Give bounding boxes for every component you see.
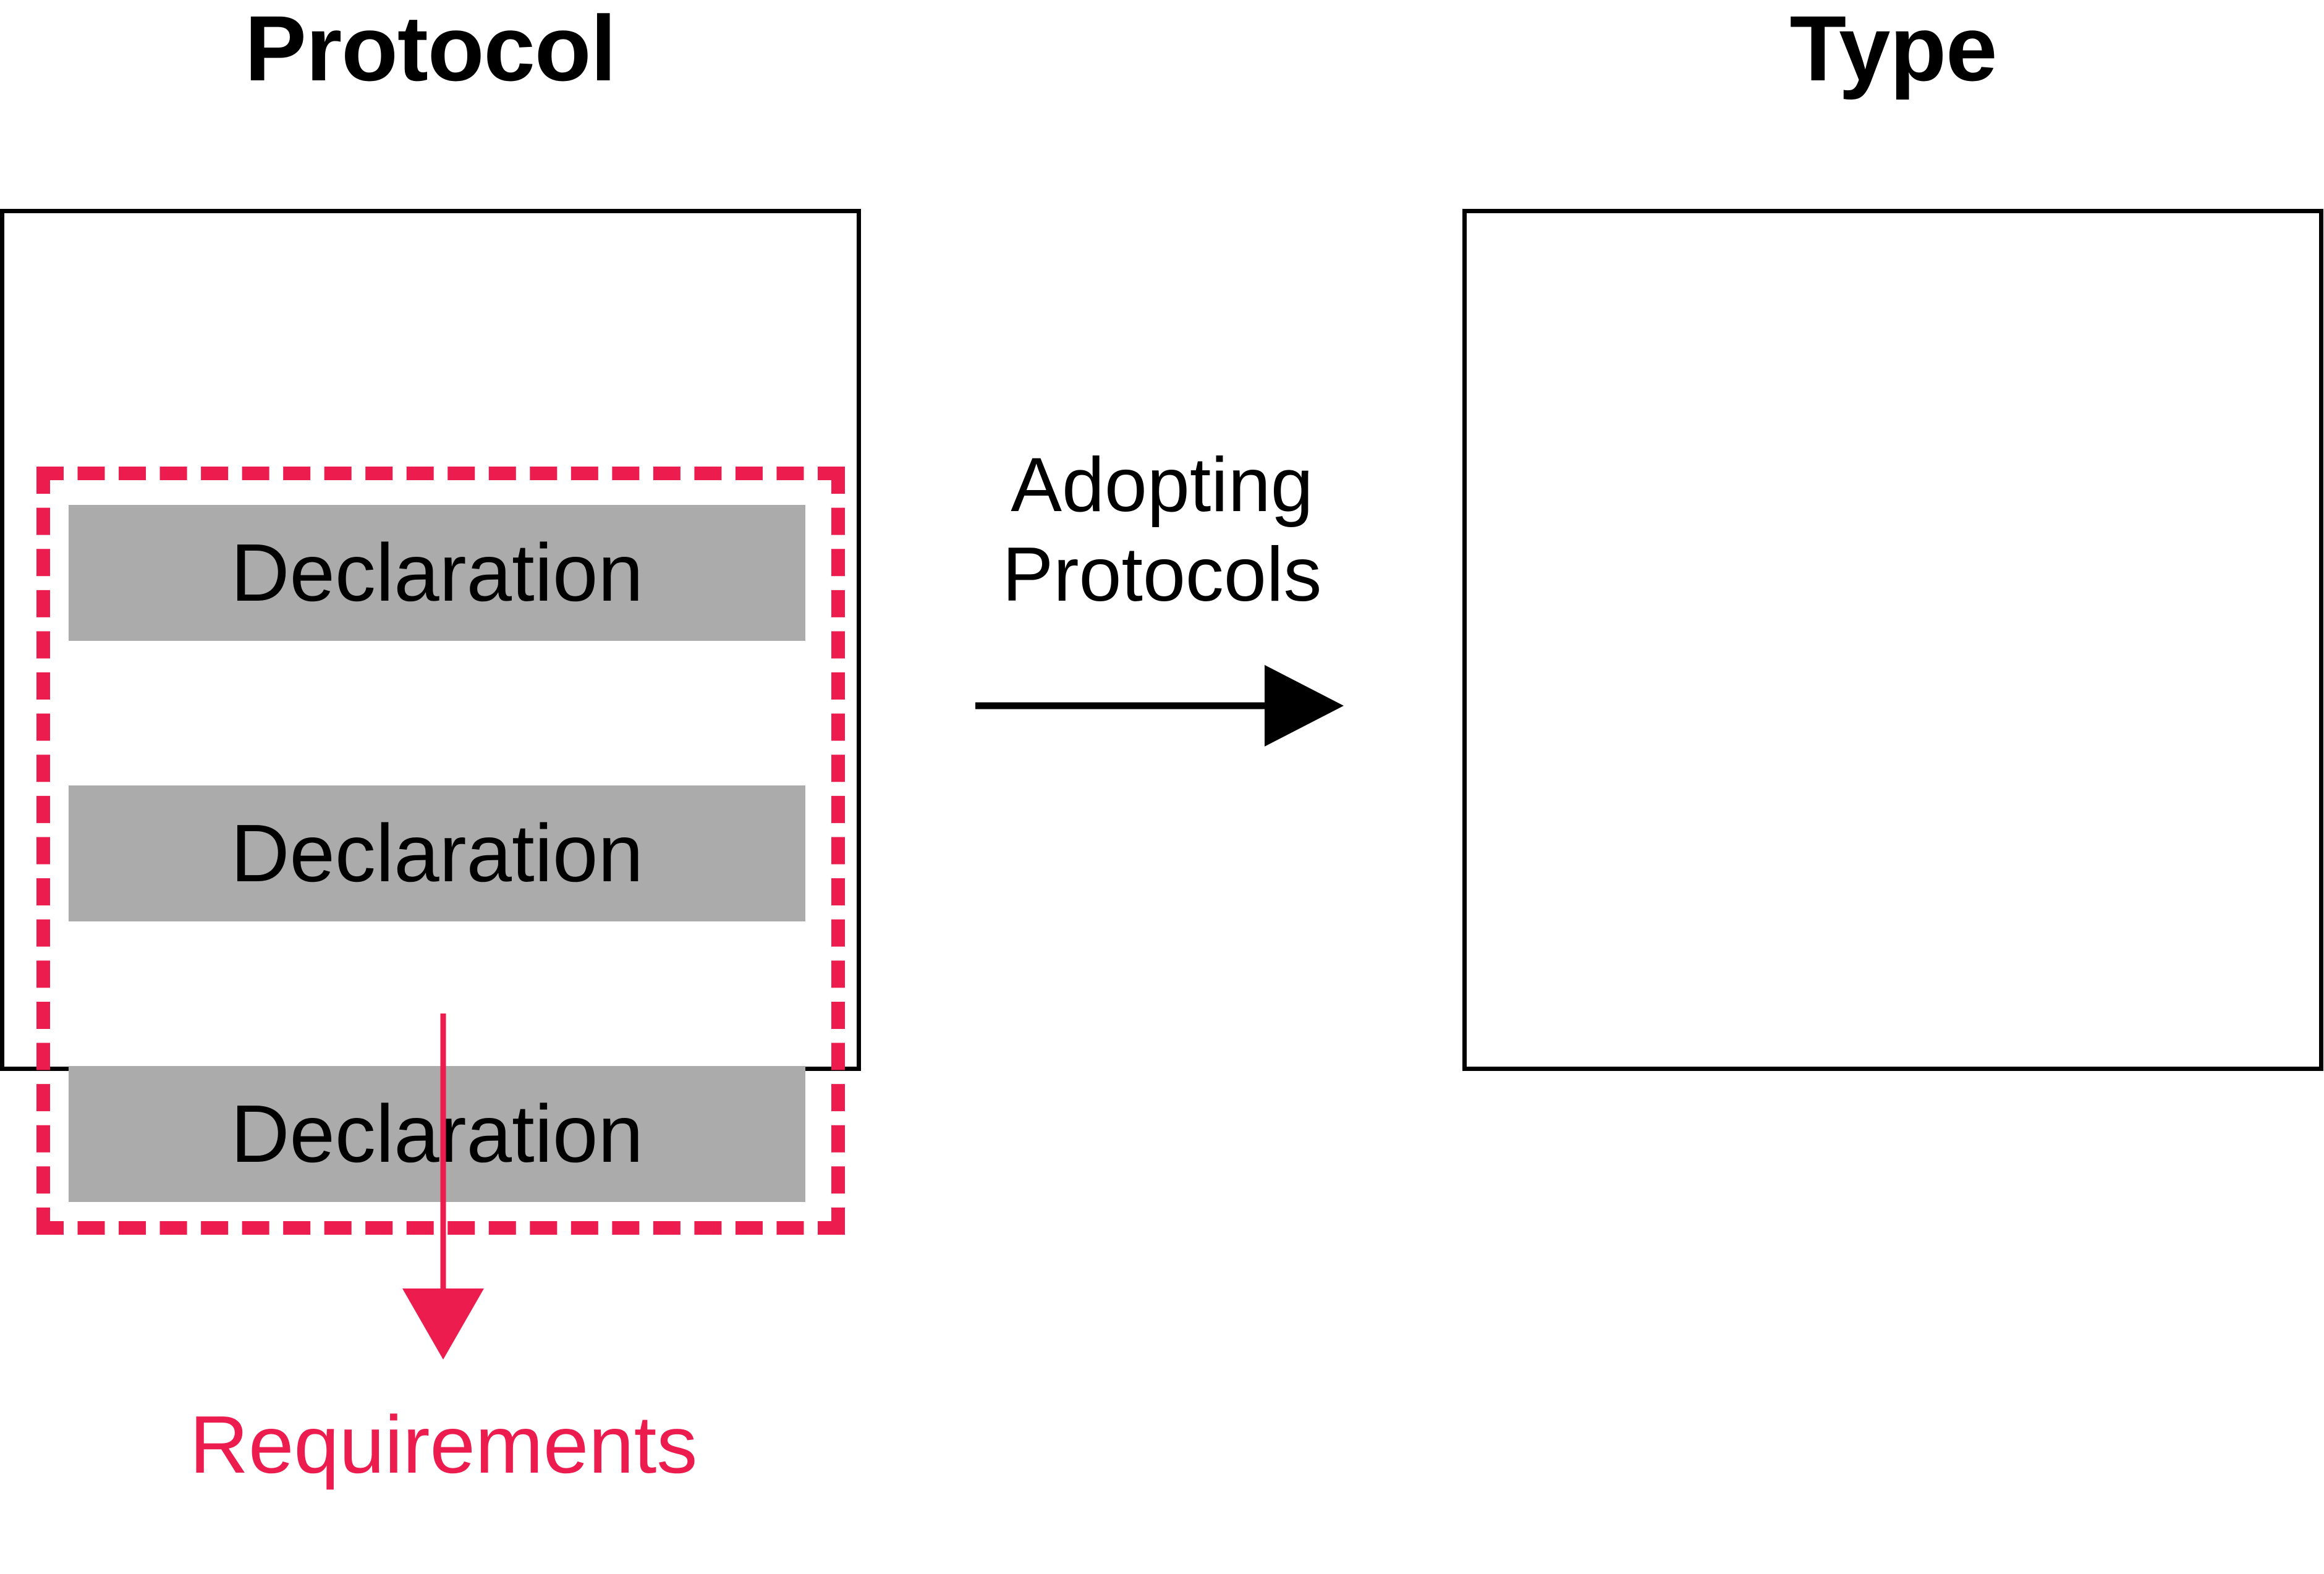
adopting-protocols-label: Adopting Protocols	[964, 441, 1360, 620]
protocol-declaration-label-1: Declaration	[231, 527, 643, 618]
adopting-protocols-line-2: Protocols	[1002, 532, 1322, 618]
protocol-container-box: Declaration Declaration Declaration	[0, 209, 861, 1235]
protocol-declaration-bar-1[interactable]: Declaration	[69, 505, 805, 641]
type-column-title: Type	[1789, 0, 1998, 100]
requirements-caption: Requirements	[189, 1399, 698, 1490]
requirements-dashed-group	[36, 467, 845, 1235]
protocol-column-title: Protocol	[244, 0, 616, 100]
arrow-right-icon	[975, 665, 1344, 747]
protocol-declaration-label-3: Declaration	[231, 1088, 643, 1179]
adopting-protocols-line-1: Adopting	[1011, 442, 1313, 528]
protocol-declaration-bar-3[interactable]: Declaration	[69, 1066, 805, 1202]
type-container-box: Implementation Implementation Implementa…	[1462, 209, 2323, 1071]
protocol-declaration-bar-2[interactable]: Declaration	[69, 785, 805, 921]
arrow-down-icon	[402, 1013, 484, 1360]
protocol-declaration-label-2: Declaration	[231, 808, 643, 899]
